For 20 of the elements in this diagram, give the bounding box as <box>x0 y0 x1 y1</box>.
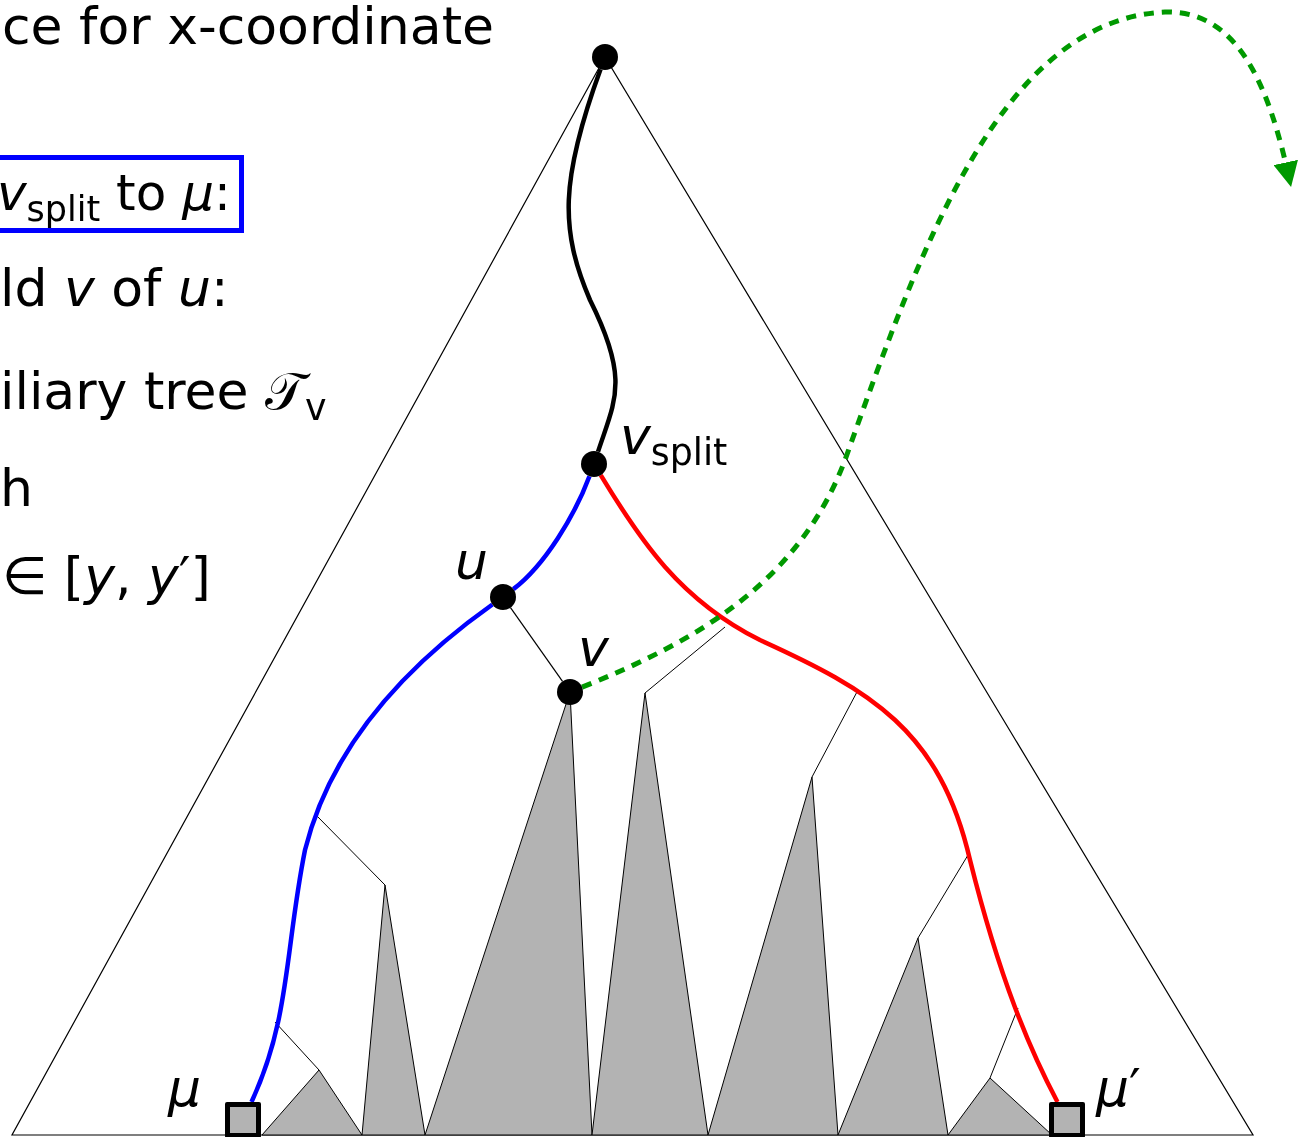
text-line: h <box>0 462 33 514</box>
leaf-square <box>225 1102 261 1137</box>
tree-node-dot <box>592 44 618 70</box>
tree-node-dot <box>557 679 583 705</box>
tree-path <box>566 68 618 453</box>
text-line: ld v of u: <box>0 262 229 314</box>
text-line: iliary tree 𝒯$_{v}$ <box>0 365 327 427</box>
node-label: u <box>455 535 488 587</box>
tree-node-dot <box>490 584 516 610</box>
tree-path <box>249 602 494 1103</box>
leaf-square <box>1049 1102 1085 1137</box>
dashed-arrow <box>581 9 1298 690</box>
tree-node-dot <box>581 451 607 477</box>
node-label: v <box>578 622 609 674</box>
highlighted-text-box: v$_{split}$ to μ: <box>0 155 244 233</box>
text-line: ce for x-coordinate <box>2 0 495 52</box>
tree-path <box>511 475 592 591</box>
tree-path <box>598 473 1060 1104</box>
node-label: v$_{split}$ <box>620 410 728 472</box>
tree-path <box>509 607 564 682</box>
